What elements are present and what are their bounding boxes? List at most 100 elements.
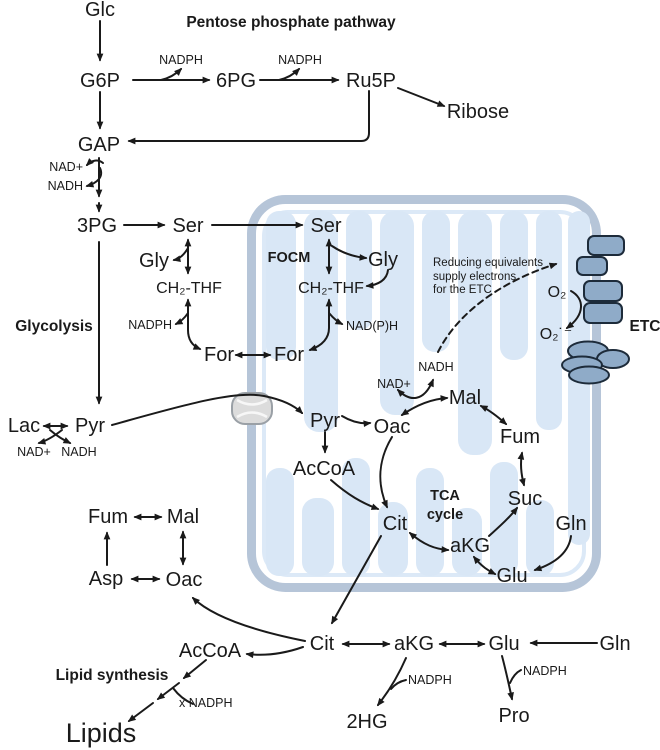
node-6pg: 6PG: [216, 70, 256, 92]
cofactor-nadph-focm-mito: NAD(P)H: [346, 319, 398, 333]
cofactor-nadph-g6p: NADPH: [159, 53, 203, 67]
arrow-nadh-lac: [49, 429, 72, 444]
node-gly-mito: Gly: [368, 249, 398, 271]
arrow-ru5p-ribose: [397, 87, 446, 107]
node-ser-cyto: Ser: [172, 215, 203, 237]
cofactor-nadh-mdh: NADH: [418, 360, 453, 374]
node-pyr-mito: Pyr: [310, 410, 340, 432]
node-cit-mito: Cit: [383, 513, 408, 535]
pyruvate-transporter: [231, 392, 273, 425]
arrow-nadph-focm-cyto: [174, 312, 189, 325]
arrow-oac-mal-mdh: [400, 395, 449, 416]
node-akg-mito: aKG: [450, 535, 490, 557]
annotation-reducing-2: supply electrons: [433, 271, 516, 283]
node-oac-mito: Oac: [374, 416, 411, 438]
arrow-pyr-into-mito: [111, 393, 304, 426]
arrow-akg-suc: [488, 506, 518, 537]
node-gly-cyto: Gly: [139, 250, 169, 272]
arrow-cit-export: [331, 535, 382, 625]
title-tca-2: cycle: [427, 507, 463, 523]
cofactor-nadph-focm-cyto: NADPH: [128, 318, 172, 332]
arrow-ser-gly-mito: [331, 245, 368, 261]
etc-oval-4: [568, 365, 610, 385]
arrow-nadph-2hg-tick: [390, 679, 407, 690]
cofactor-nadph-6pg: NADPH: [278, 53, 322, 67]
arrow-nadh-gap: [85, 167, 103, 188]
etc-complex-2: [576, 256, 608, 276]
node-gln-cyto: Gln: [599, 633, 630, 655]
title-lipid-synthesis: Lipid synthesis: [56, 667, 169, 684]
node-gln-mito: Gln: [555, 513, 586, 535]
arrow-nadph-g6p: [160, 67, 183, 81]
etc-complex-4: [583, 302, 623, 324]
node-superoxide: O₂˙⁻: [540, 326, 572, 343]
arrow-accoa-lipids-1: [182, 659, 207, 680]
arrow-nadph-pro-tick: [509, 669, 522, 684]
cofactor-nad-mdh: NAD+: [377, 377, 411, 391]
node-glu-mito: Glu: [496, 565, 527, 587]
arrow-accoa-lipids-3: [127, 702, 154, 722]
node-3pg: 3PG: [77, 215, 117, 237]
node-mal-mito: Mal: [449, 387, 481, 409]
node-ch2thf-cyto: CH₂-THF: [156, 280, 222, 297]
node-fum-mito: Fum: [500, 426, 540, 448]
arrow-glu-pro: [501, 655, 514, 701]
arrow-cit-oac-cyto: [191, 596, 306, 642]
title-tca-1: TCA: [430, 488, 460, 504]
node-akg-cyto: aKG: [394, 633, 434, 655]
reaction-arrows: [37, 20, 598, 722]
node-cit-cyto: Cit: [310, 633, 335, 655]
arrow-accoa-cit: [330, 479, 380, 510]
node-glu-cyto: Glu: [488, 633, 519, 655]
etc-complex-3: [583, 280, 623, 302]
cofactor-nadph-2hg: NADPH: [408, 673, 452, 687]
etc-complex-1: [587, 235, 625, 256]
node-gap: GAP: [78, 134, 120, 156]
cofactor-nadph-pro: NADPH: [523, 664, 567, 678]
node-ser-mito: Ser: [310, 215, 341, 237]
node-accoa-cyto: AcCoA: [179, 640, 242, 662]
node-pyr-cyto: Pyr: [75, 415, 105, 437]
node-for-mito: For: [274, 344, 304, 366]
annotation-x-nadph: x NADPH: [179, 696, 232, 710]
node-g6p: G6P: [80, 70, 120, 92]
cofactor-nad-lac: NAD+: [17, 445, 51, 459]
annotation-reducing-3: for the ETC: [433, 284, 492, 296]
node-lac: Lac: [8, 415, 40, 437]
title-focm: FOCM: [268, 250, 311, 266]
arrow-akg-2hg: [377, 657, 407, 707]
arrow-o2-superoxide: [565, 290, 582, 329]
labels: Glc Pentose phosphate pathway NADPH NADP…: [8, 0, 660, 748]
arrow-gly-branch-cyto: [172, 247, 189, 263]
arrow-ru5p-gap: [127, 90, 370, 145]
title-glycolysis: Glycolysis: [15, 318, 93, 335]
cofactor-nad-gap: NAD+: [49, 160, 83, 174]
cofactor-nadh-lac: NADH: [61, 445, 96, 459]
arrow-ch2thf-for-cyto: [184, 298, 202, 350]
node-glc: Glc: [85, 0, 115, 21]
arrow-cit-accoa-cyto: [245, 646, 304, 659]
node-for-cyto: For: [204, 344, 234, 366]
node-accoa-mito: AcCoA: [293, 458, 356, 480]
arrow-accoa-lipids-2: [156, 682, 180, 700]
node-ch2thf-mito: CH₂-THF: [298, 280, 364, 297]
node-suc: Suc: [508, 488, 542, 510]
annotation-reducing-1: Reducing equivalents: [433, 257, 543, 269]
arrow-fum-mal-mito: [479, 405, 508, 426]
arrow-ch2thf-for-mito: [308, 298, 333, 351]
node-lipids: Lipids: [66, 718, 137, 748]
arrow-suc-fum: [517, 451, 526, 487]
arrow-pyr-oac-mito: [341, 415, 372, 428]
arrow-xnadph-tick: [172, 687, 194, 705]
arrow-gly-ch2thf-mito: [365, 269, 389, 289]
node-pro: Pro: [498, 705, 529, 727]
arrow-nadh-etc-dashed: [437, 262, 558, 353]
node-mal-cyto: Mal: [167, 506, 199, 528]
mitochondrion: [247, 195, 601, 592]
arrow-nadph-6pg: [278, 67, 301, 81]
etc-complexes: [561, 235, 630, 385]
arrow-nad-gap: [85, 158, 104, 167]
arrow-nad-lac: [37, 429, 63, 445]
